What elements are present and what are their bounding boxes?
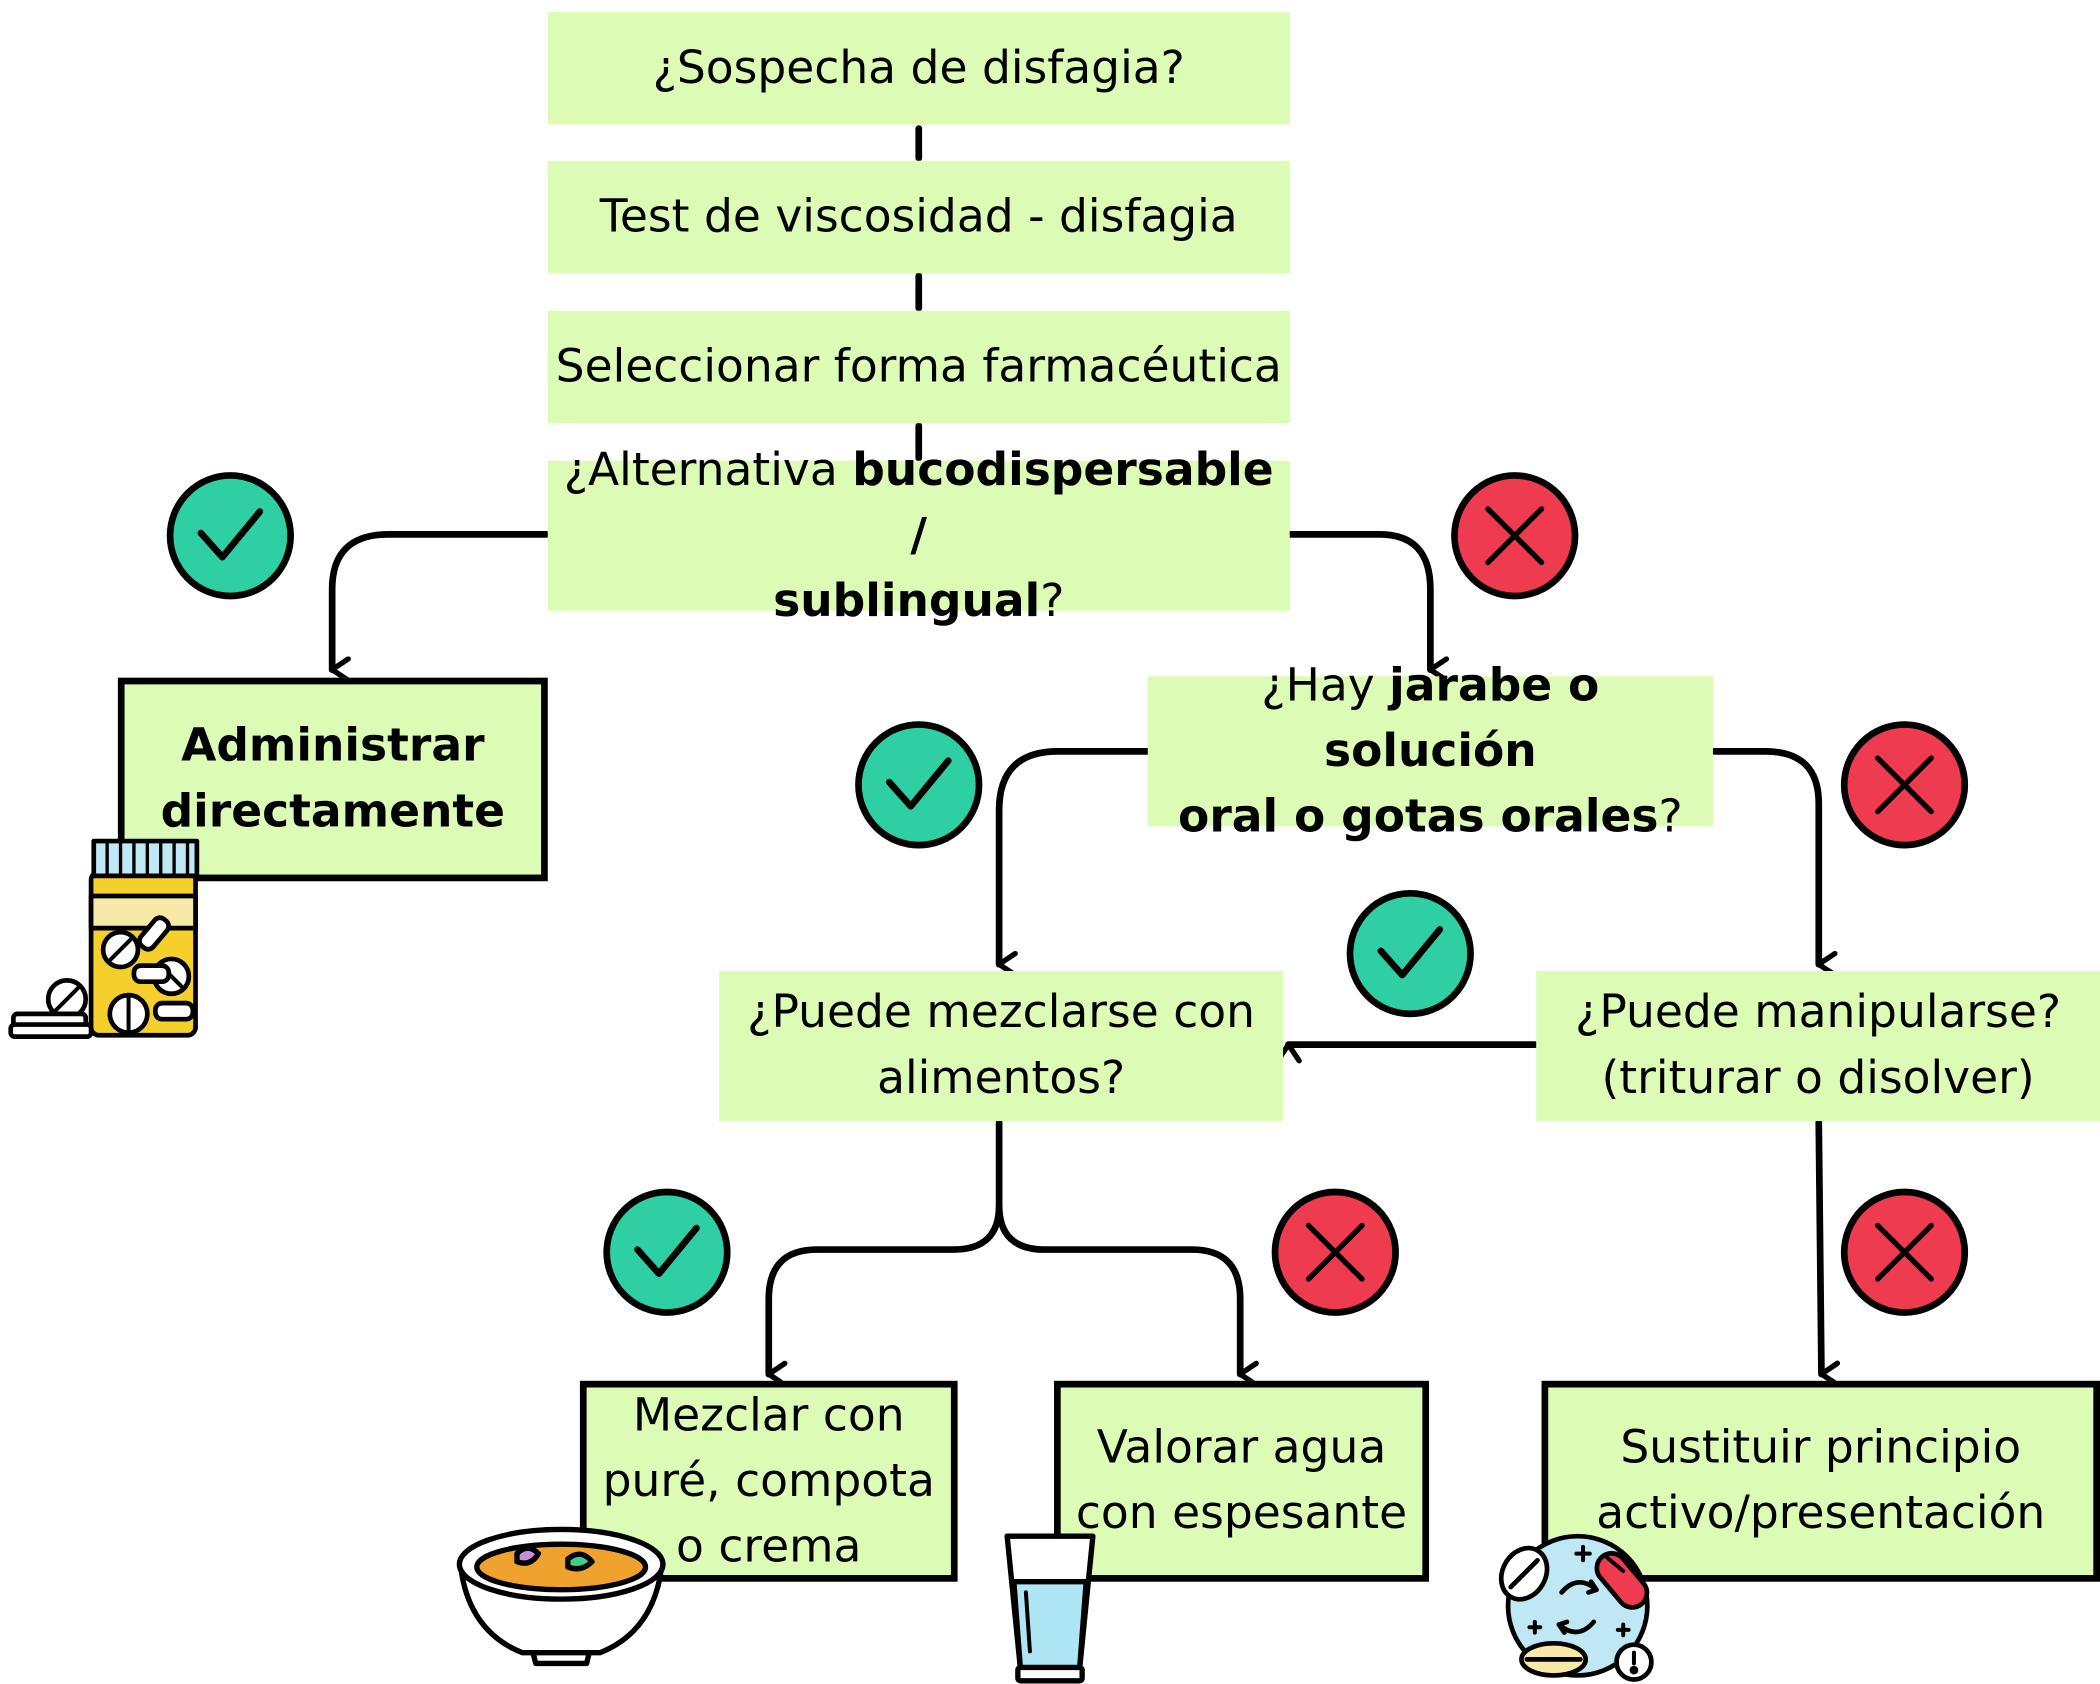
alternativa-bold-2: sublingual	[773, 573, 1041, 628]
arrow-to-jarabe	[1286, 531, 1450, 684]
box-test-viscosidad: Test de viscosidad - disfagia	[547, 160, 1290, 274]
sustituir-line-1: Sustituir principio	[1620, 1420, 2022, 1475]
jarabe-bold-2: oral o gotas orales	[1178, 789, 1659, 844]
box-seleccionar-forma-text: Seleccionar forma farmacéutica	[555, 339, 1282, 394]
cross-icon	[1840, 721, 1969, 849]
jarabe-prefix: ¿Hay	[1261, 658, 1390, 712]
box-valorar: Valorar agua con espesante	[1054, 1380, 1430, 1582]
cross-icon	[1451, 472, 1579, 600]
alternativa-prefix: ¿Alternativa	[563, 442, 853, 497]
administrar-line-2: directamente	[160, 784, 506, 839]
manipular-line-1: ¿Puede manipularse?	[1575, 985, 2062, 1040]
box-seleccionar-forma: Seleccionar forma farmacéutica	[547, 310, 1290, 424]
mezclar-line-1: Mezclar con	[632, 1388, 905, 1442]
sustituir-line-2: activo/presentación	[1596, 1486, 2046, 1541]
medication-swap-icon	[1498, 1533, 1654, 1682]
cross-icon	[1840, 1188, 1969, 1316]
box-mezclarse: ¿Puede mezclarse con alimentos?	[719, 970, 1284, 1121]
valorar-line-2: con espesante	[1075, 1486, 1408, 1541]
arrow-to-sustituir	[1815, 1118, 1841, 1388]
mezclar-line-2: puré, compota	[602, 1453, 935, 1508]
check-icon	[166, 472, 294, 600]
check-icon	[603, 1188, 731, 1316]
alternativa-bold-1: bucodispersable /	[852, 442, 1274, 562]
arrow-to-administrar	[328, 531, 550, 684]
pill-bottle-icon	[8, 838, 200, 1039]
water-glass-icon	[1004, 1533, 1096, 1684]
cross-icon	[1271, 1188, 1399, 1316]
jarabe-suffix: ?	[1658, 789, 1683, 844]
administrar-line-1: Administrar	[181, 719, 485, 773]
box-test-viscosidad-text: Test de viscosidad - disfagia	[599, 189, 1238, 244]
box-sospecha-disfagia: ¿Sospecha de disfagia?	[547, 12, 1290, 125]
manipular-line-2: (triturar o disolver)	[1601, 1051, 2035, 1105]
valorar-line-1: Valorar agua	[1096, 1420, 1387, 1475]
arrow-to-mezclarse	[995, 747, 1152, 978]
check-icon	[855, 721, 983, 849]
box-jarabe: ¿Hay jarabe o solución oral o gotas oral…	[1147, 658, 1713, 843]
box-sustituir: Sustituir principio activo/presentación	[1541, 1380, 2100, 1582]
mezclarse-line-1: ¿Puede mezclarse con	[747, 985, 1255, 1040]
box-manipular: ¿Puede manipularse? (triturar o disolver…	[1536, 970, 2100, 1121]
jarabe-bold-1: jarabe o solución	[1324, 658, 1600, 778]
arrow-to-mezclar	[765, 1118, 1003, 1388]
alternativa-suffix: ?	[1040, 573, 1065, 628]
check-icon	[1346, 889, 1474, 1018]
box-alternativa: ¿Alternativa bucodispersable / sublingua…	[547, 443, 1290, 627]
soup-bowl-icon	[456, 1526, 666, 1667]
mezclarse-line-2: alimentos?	[877, 1051, 1126, 1105]
arrow-to-valorar	[995, 1202, 1259, 1388]
arrow-to-manipular	[1710, 747, 1838, 978]
box-sospecha-disfagia-text: ¿Sospecha de disfagia?	[652, 40, 1185, 95]
mezclar-line-3: o crema	[676, 1519, 862, 1574]
